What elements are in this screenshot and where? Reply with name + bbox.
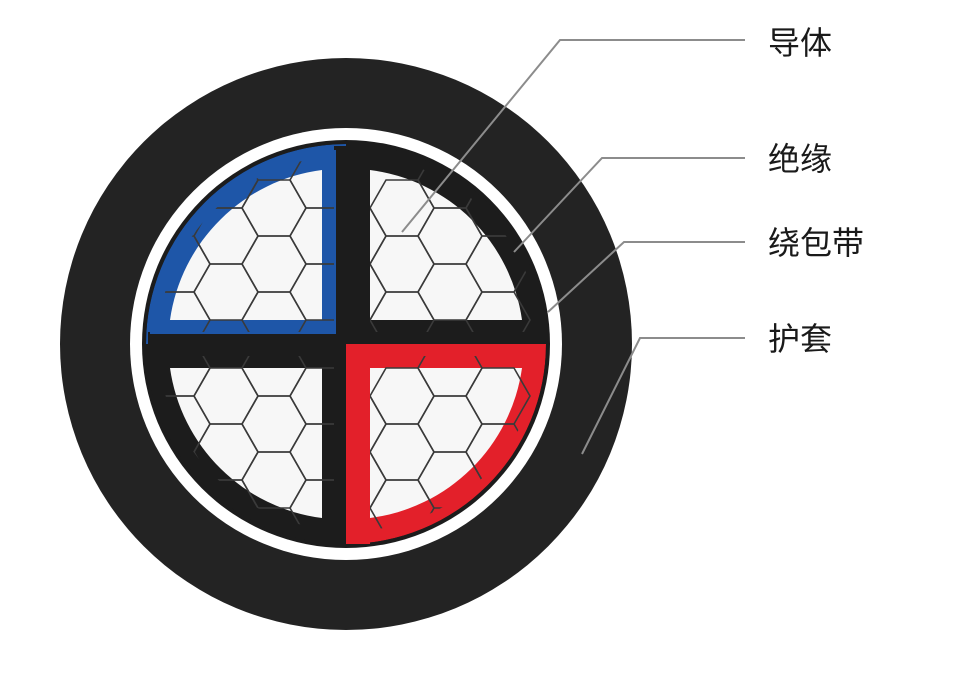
label-sheath: 护套	[768, 320, 832, 358]
leader-line-wrapping-tape	[547, 241, 745, 313]
insulation-red-edge-v	[346, 344, 370, 544]
conductor-bottom-right	[370, 356, 531, 530]
insulation-blue-edge-v	[322, 150, 336, 334]
leader-line-insulation	[513, 157, 745, 253]
label-conductor: 导体	[768, 24, 832, 62]
insulation-red-edge-h	[346, 344, 544, 368]
conductor-bottom-left	[158, 356, 334, 530]
insulation-blue-edge-h	[150, 320, 336, 334]
leader-line-conductor	[401, 39, 745, 233]
label-wrapping-tape: 绕包带	[768, 224, 864, 262]
label-insulation: 绝缘	[768, 140, 832, 178]
leader-line-sheath	[581, 337, 745, 455]
conductor-top-left	[158, 156, 334, 332]
